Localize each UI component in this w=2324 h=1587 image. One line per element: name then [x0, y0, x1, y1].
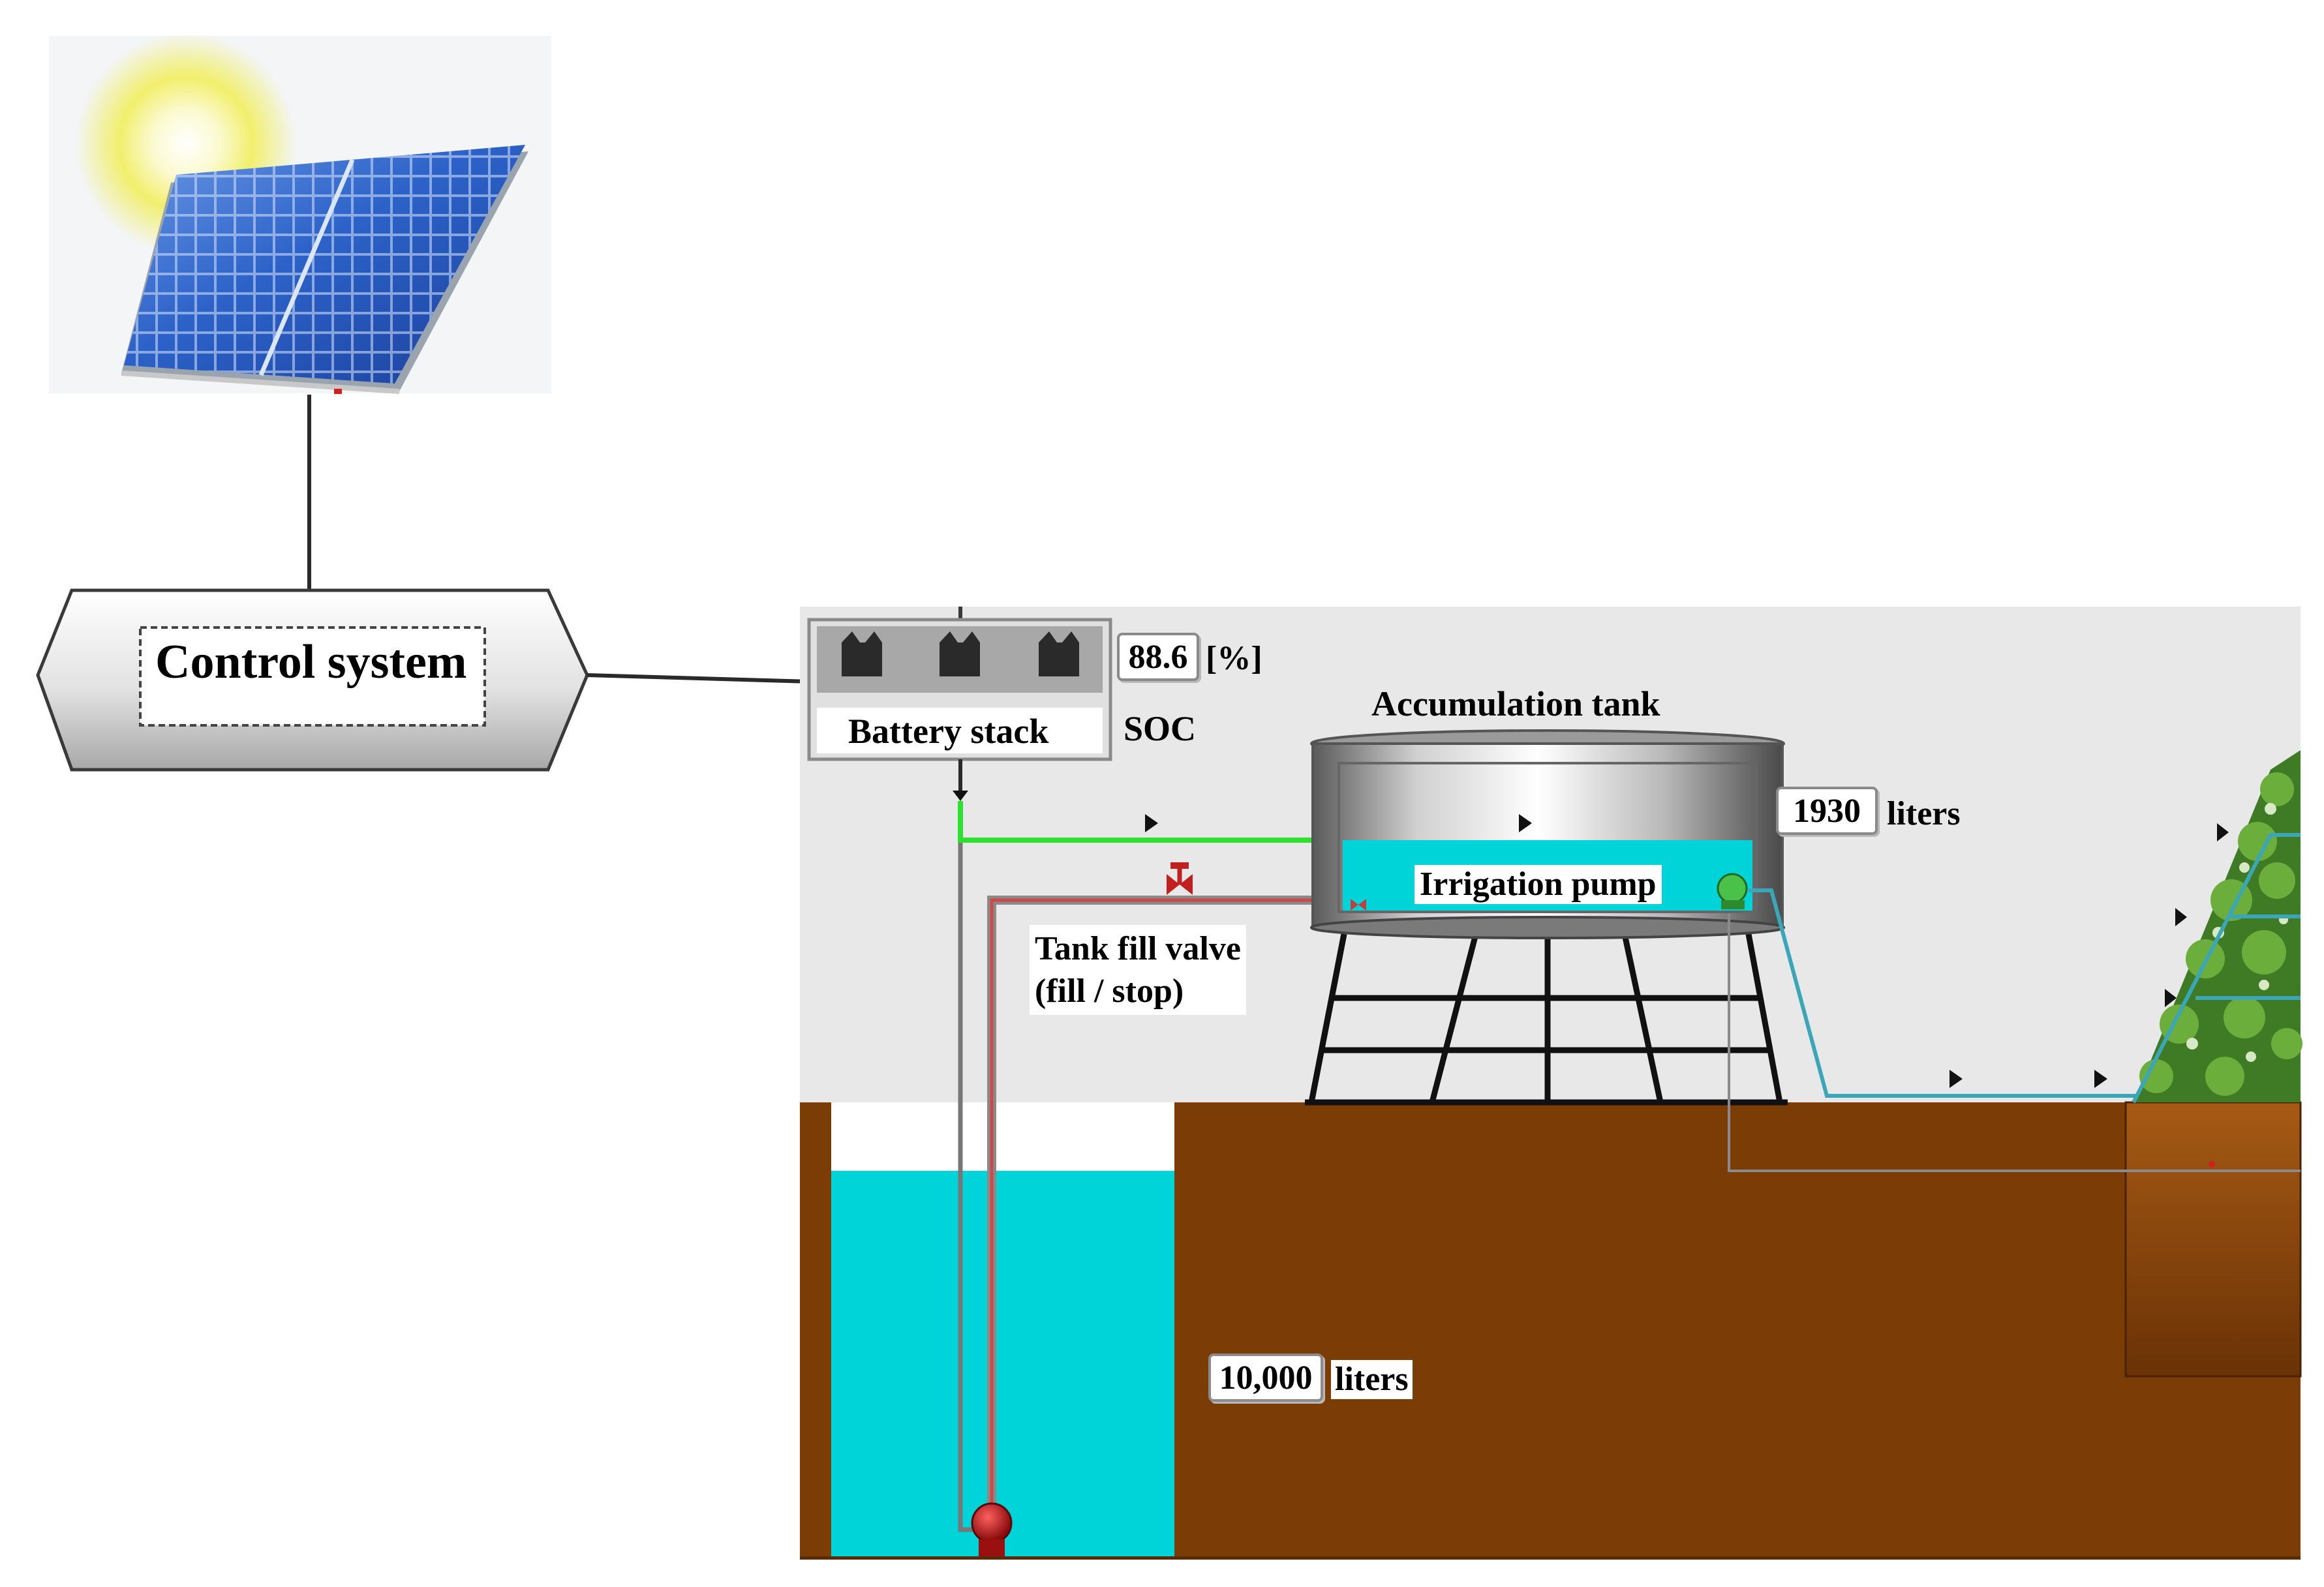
flow-arrow-right	[2094, 1070, 2107, 1088]
soc-unit: [%]	[1206, 640, 1262, 677]
soc-value-box: 88.6	[1117, 633, 1199, 681]
tank-volume-unit: liters	[1887, 795, 1961, 832]
pump-icon	[1717, 873, 1748, 909]
soc-value: 88.6	[1128, 638, 1188, 676]
solar-panel-icon	[121, 145, 528, 394]
flow-arrow-right	[1145, 814, 1158, 832]
battery-icon	[1039, 631, 1079, 676]
reservoir-volume-unit: liters	[1331, 1360, 1413, 1399]
fill-valve-label-line1: Tank fill valve	[1035, 930, 1241, 967]
reservoir-volume-box: 10,000	[1208, 1353, 1323, 1402]
pump-icon	[971, 1502, 1013, 1556]
tank-volume-value: 1930	[1793, 792, 1861, 830]
underground-reservoir	[800, 1102, 1174, 1558]
valve-icon	[1167, 862, 1193, 895]
ground-base-line	[800, 1556, 2301, 1560]
tank-stand	[1305, 933, 1788, 1106]
plant-icon	[2132, 750, 2302, 1104]
battery-icon	[940, 631, 980, 676]
battery-stack	[807, 607, 1112, 761]
valve-icon	[1351, 899, 1366, 911]
control-cable	[587, 673, 812, 684]
planter-soil	[2124, 1101, 2302, 1378]
battery-stack-label: Battery stack	[848, 712, 1049, 751]
ground-soil	[1174, 1102, 2301, 1558]
flow-arrow-right	[1949, 1070, 1963, 1088]
solar-panel-image	[49, 33, 551, 394]
tank-volume-box: 1930	[1776, 787, 1878, 835]
accumulation-tank	[1310, 729, 1785, 939]
sensor-dot	[2209, 1161, 2215, 1168]
irrigation-line	[1749, 888, 2290, 1098]
flow-arrow-down	[953, 791, 968, 801]
reservoir-volume-value: 10,000	[1219, 1359, 1313, 1397]
control-system-block	[36, 588, 589, 772]
fill-valve-label: Tank fill valve (fill / stop)	[1030, 925, 1246, 1015]
irrigation-pump-label: Irrigation pump	[1414, 865, 1662, 904]
soc-label: SOC	[1124, 709, 1197, 748]
return-line	[1728, 913, 2301, 1172]
accumulation-tank-label: Accumulation tank	[1371, 684, 1660, 723]
control-system-label: Control system	[155, 635, 467, 689]
battery-icon	[842, 631, 882, 676]
pump-power-line	[958, 801, 975, 1532]
flow-arrow-right	[1519, 814, 1532, 832]
fill-valve-label-line2: (fill / stop)	[1035, 973, 1184, 1010]
